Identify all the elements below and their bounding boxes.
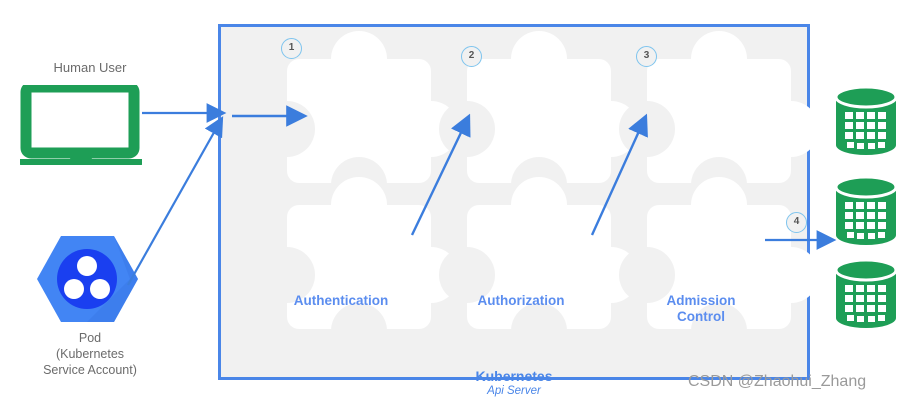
api-server-caption: Kubernetes Api Server <box>221 368 807 397</box>
stage-badge-3: 3 <box>636 46 657 67</box>
admission-line-2: Control <box>677 309 725 324</box>
watermark-text: CSDN @Zhaohui_Zhang <box>688 373 867 390</box>
output-badge-4: 4 <box>786 212 807 233</box>
stage-label-authorization: Authorization <box>477 293 565 308</box>
kubernetes-api-server-panel: 1 2 3 4 Authentication Authorization Adm… <box>218 24 819 397</box>
pod-label-line-1: Pod <box>78 331 102 345</box>
human-user-label: Human User <box>53 60 127 75</box>
stage-label-admission-control: Admission Control <box>616 293 786 325</box>
stage-label-authentication: Authentication <box>293 293 389 308</box>
api-server-title: Kubernetes <box>475 368 553 384</box>
laptop-icon <box>20 85 142 165</box>
database-cylinder-2 <box>835 175 897 245</box>
pod-label: Pod (Kubernetes Service Account) <box>5 330 175 378</box>
puzzle-piece-auth-bottom <box>259 177 459 359</box>
api-server-subtitle: Api Server <box>487 385 541 397</box>
database-cylinder-1 <box>835 85 897 155</box>
puzzle-piece-authz-bottom <box>439 177 639 359</box>
database-cylinder-3 <box>835 258 897 328</box>
pod-label-line-3: Service Account) <box>43 363 137 377</box>
kubernetes-pod-icon <box>37 236 138 322</box>
puzzle-piece-admission-bottom <box>619 177 819 359</box>
stage-badge-2: 2 <box>461 46 482 67</box>
stage-badge-1: 1 <box>281 38 302 59</box>
pod-label-line-2: (Kubernetes <box>55 347 125 361</box>
admission-line-1: Admission <box>666 293 736 308</box>
